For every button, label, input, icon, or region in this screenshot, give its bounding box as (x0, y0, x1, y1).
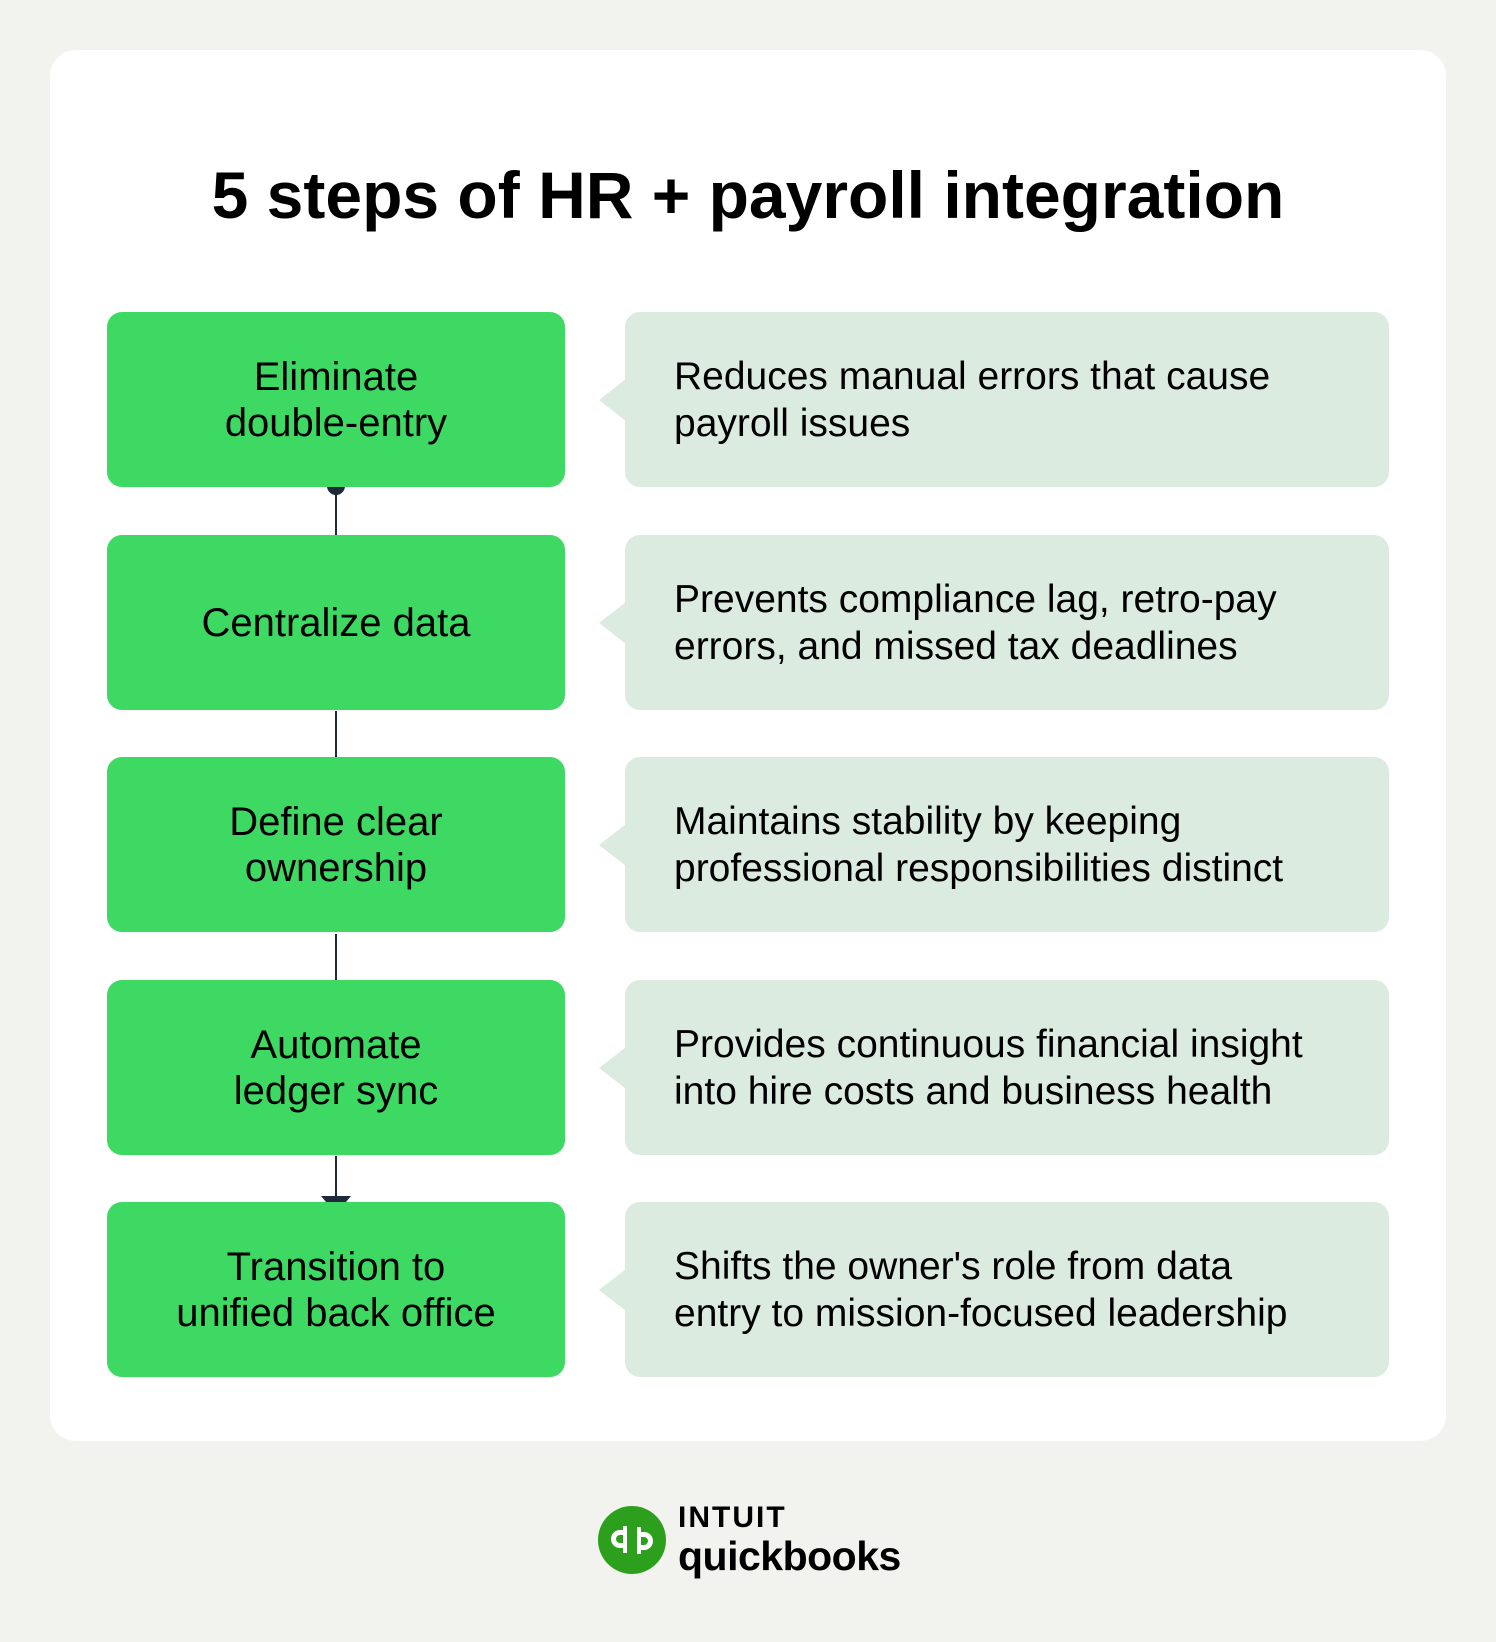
step-description: Shifts the owner's role from data entry … (674, 1244, 1288, 1335)
step-description-box-4: Provides continuous financial insight in… (599, 980, 1389, 1155)
connector-line-2 (335, 711, 337, 759)
step-description: Provides continuous financial insight in… (674, 1022, 1303, 1113)
page-title: 5 steps of HR + payroll integration (211, 158, 1285, 232)
connector-line-3 (335, 934, 337, 982)
step-box-3: Define clear ownership (107, 757, 565, 932)
step-box-1: Eliminate double-entry (107, 312, 565, 487)
step-description-box-5: Shifts the owner's role from data entry … (599, 1202, 1389, 1377)
quickbooks-logo-icon (598, 1506, 666, 1574)
connector-line-1 (335, 486, 337, 536)
step-description-box-3: Maintains stability by keeping professio… (599, 757, 1389, 932)
step-label: Automate ledger sync (233, 1022, 439, 1113)
step-box-2: Centralize data (107, 535, 565, 710)
step-label: Centralize data (201, 600, 471, 645)
step-description: Reduces manual errors that cause payroll… (674, 354, 1271, 445)
intuit-quickbooks-logo: INTUIT quickbooks (598, 1502, 901, 1578)
step-label: Define clear ownership (229, 799, 443, 890)
connector-line-4 (335, 1156, 337, 1200)
step-label: Eliminate double-entry (224, 354, 448, 445)
step-description: Prevents compliance lag, retro-pay error… (674, 577, 1277, 668)
step-box-4: Automate ledger sync (107, 980, 565, 1155)
step-description-box-2: Prevents compliance lag, retro-pay error… (599, 535, 1389, 710)
logo-product-text: quickbooks (678, 1533, 901, 1579)
step-label: Transition to unified back office (176, 1244, 496, 1335)
logo-brand-text: INTUIT (678, 1501, 787, 1534)
step-description-box-1: Reduces manual errors that cause payroll… (599, 312, 1389, 487)
step-box-5: Transition to unified back office (107, 1202, 565, 1377)
step-description: Maintains stability by keeping professio… (674, 799, 1284, 890)
